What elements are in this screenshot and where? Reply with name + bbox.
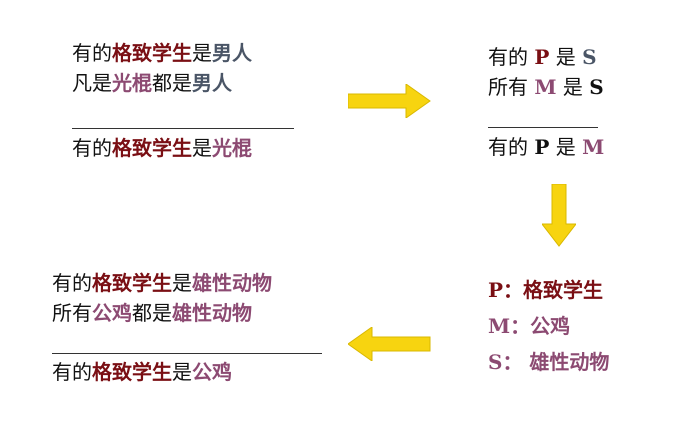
example-conclusion-block: 有的格致学生是公鸡 xyxy=(52,357,232,387)
symbol-p: P xyxy=(534,45,550,69)
example-major: 有的格致学生是雄性动物 xyxy=(52,268,272,298)
term-m-row: M：公鸡 xyxy=(488,308,609,344)
term-m: 光棍 xyxy=(112,71,152,95)
syllogism-chinese: 有的格致学生是男人 凡是光棍都是男人 xyxy=(72,38,252,98)
quantifier: 有的 xyxy=(52,360,92,384)
example-divider xyxy=(52,353,322,354)
term-s: 雄性动物 xyxy=(172,301,252,325)
form-conclusion-block: 有的 P 是 M xyxy=(488,132,604,162)
term-s: 雄性动物 xyxy=(192,271,272,295)
copula: 是 xyxy=(172,360,192,384)
copula: 都是 xyxy=(152,71,192,95)
term-p: 格致学生 xyxy=(92,360,172,384)
copula: 是 xyxy=(549,135,583,159)
term-s-row: S： 雄性动物 xyxy=(488,344,609,380)
quantifier: 有的 xyxy=(72,41,112,65)
copula: 是 xyxy=(192,136,212,160)
quantifier: 凡是 xyxy=(72,71,112,95)
term-m: 公鸡 xyxy=(92,301,132,325)
term-m-value: 公鸡 xyxy=(530,314,571,338)
quantifier: 有的 xyxy=(72,136,112,160)
syllogism-form: 有的 P 是 S 所有 M 是 S xyxy=(488,42,604,102)
symbol-p: P xyxy=(534,135,550,159)
syllogism-example: 有的格致学生是雄性动物 所有公鸡都是雄性动物 xyxy=(52,268,272,328)
form-minor: 所有 M 是 S xyxy=(488,72,604,102)
example-conclusion: 有的格致学生是公鸡 xyxy=(52,357,232,387)
conclusion-divider xyxy=(72,128,294,129)
major-premise: 有的格致学生是男人 xyxy=(72,38,252,68)
term-p-value: 格致学生 xyxy=(523,278,604,302)
arrow-down-icon xyxy=(542,184,576,247)
term-m: 光棍 xyxy=(212,136,252,160)
symbol-s: S： xyxy=(488,350,523,374)
symbol-s: S xyxy=(589,75,604,99)
arrow-left-icon xyxy=(348,327,431,361)
term-p: 格致学生 xyxy=(112,136,192,160)
symbol-m: M： xyxy=(488,314,531,338)
term-p: 格致学生 xyxy=(112,41,192,65)
copula: 是 xyxy=(172,271,192,295)
quantifier: 所有 xyxy=(488,75,535,99)
term-s: 男人 xyxy=(212,41,252,65)
symbol-m: M xyxy=(534,75,557,99)
quantifier: 有的 xyxy=(52,271,92,295)
form-conclusion: 有的 P 是 M xyxy=(488,132,604,162)
symbol-s: S xyxy=(582,45,597,69)
symbol-m: M xyxy=(582,135,605,159)
quantifier: 有的 xyxy=(488,135,535,159)
term-assignment: P：格致学生 M：公鸡 S： 雄性动物 xyxy=(488,272,609,380)
example-minor: 所有公鸡都是雄性动物 xyxy=(52,298,272,328)
copula: 是 xyxy=(549,45,583,69)
copula: 是 xyxy=(192,41,212,65)
quantifier: 所有 xyxy=(52,301,92,325)
copula: 都是 xyxy=(132,301,172,325)
arrow-right-icon xyxy=(348,84,431,118)
symbol-p: P： xyxy=(488,278,524,302)
quantifier: 有的 xyxy=(488,45,535,69)
conclusion-chinese: 有的格致学生是光棍 xyxy=(72,133,252,163)
conclusion: 有的格致学生是光棍 xyxy=(72,133,252,163)
term-p: 格致学生 xyxy=(92,271,172,295)
copula: 是 xyxy=(556,75,590,99)
term-s-value: 雄性动物 xyxy=(522,350,610,374)
term-s: 男人 xyxy=(192,71,232,95)
term-p-row: P：格致学生 xyxy=(488,272,609,308)
minor-premise: 凡是光棍都是男人 xyxy=(72,68,252,98)
form-divider xyxy=(488,127,598,128)
form-major: 有的 P 是 S xyxy=(488,42,604,72)
term-m: 公鸡 xyxy=(192,360,232,384)
